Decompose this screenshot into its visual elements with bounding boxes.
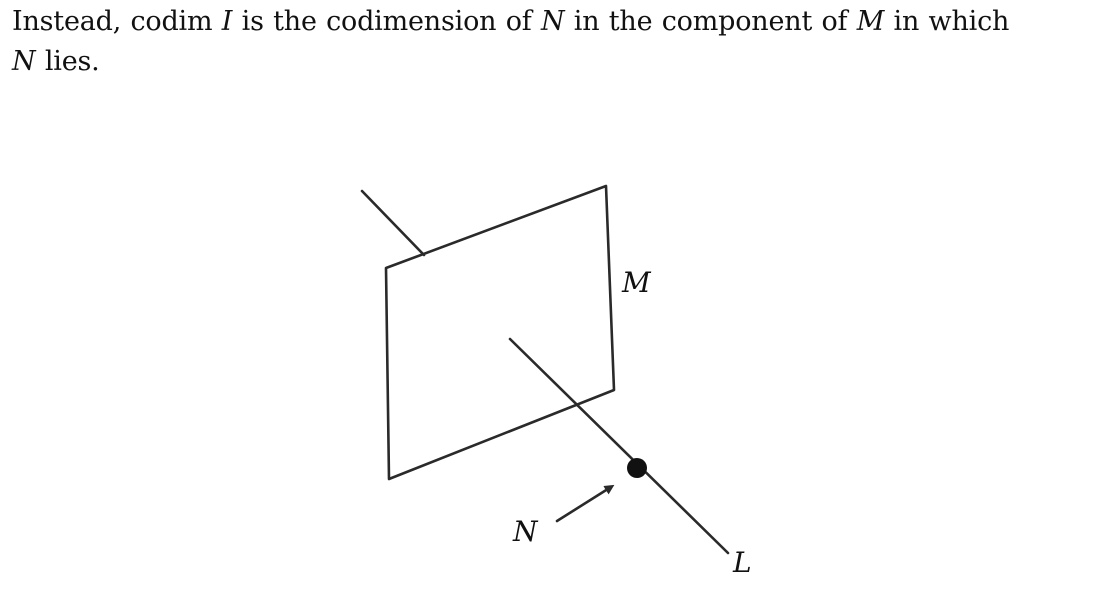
label-L: L <box>732 546 752 579</box>
paper-paragraph: Instead, codim I is the codimension of N… <box>12 2 1112 82</box>
text-segment: in which <box>884 6 1010 37</box>
line-L-upper-segment <box>360 189 426 257</box>
math-symbol-N: N <box>540 6 565 37</box>
arrow-to-N <box>555 484 615 523</box>
math-symbol-N: N <box>12 46 36 77</box>
text-segment: in the component of <box>564 6 857 37</box>
point-N <box>627 458 647 478</box>
line-L <box>508 337 730 555</box>
label-M: M <box>621 266 652 299</box>
paragraph-line-2: N lies. <box>12 42 1112 82</box>
math-symbol-I: I <box>221 6 233 37</box>
text-segment: is the codimension of <box>232 6 541 37</box>
plane-M <box>384 184 616 481</box>
text-segment: lies. <box>35 46 100 77</box>
label-N: N <box>512 515 539 548</box>
paragraph-line-1: Instead, codim I is the codimension of N… <box>12 2 1112 42</box>
math-symbol-M: M <box>856 6 885 37</box>
text-segment: Instead, codim <box>12 6 222 37</box>
